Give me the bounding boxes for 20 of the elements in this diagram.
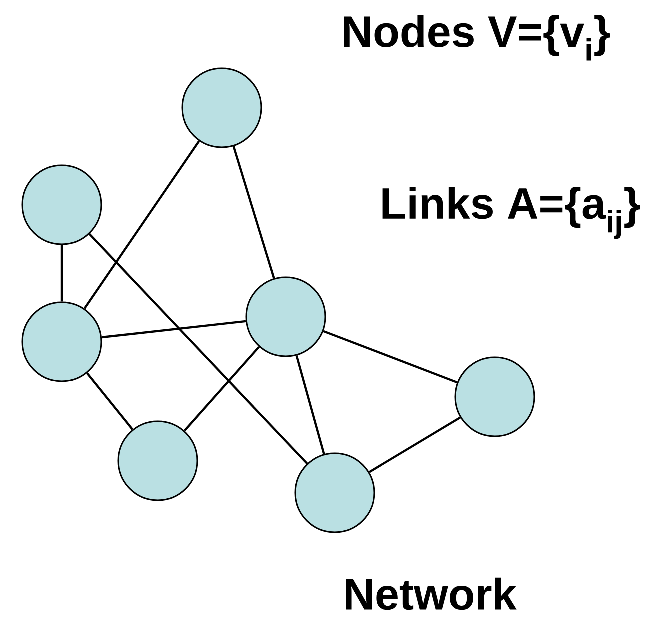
network-node (22, 164, 102, 246)
link-line (323, 330, 458, 384)
link-line (60, 245, 64, 302)
link-line (84, 140, 200, 310)
heading-text: Links A={a$_{ij}$} (382, 186, 640, 240)
network-node (294, 452, 376, 534)
link-line (102, 320, 246, 339)
network-node (182, 68, 262, 148)
network-node (22, 302, 102, 382)
network-node (118, 420, 198, 502)
network-node (454, 356, 536, 438)
link-line (88, 233, 308, 465)
link-line (86, 372, 134, 430)
link-line (296, 355, 326, 455)
link-line (232, 146, 276, 279)
heading-text: Network (346, 578, 517, 610)
network-node (246, 276, 326, 358)
heading-text: Nodes V={v$_{i}$} (344, 15, 610, 61)
link-line (184, 346, 260, 432)
link-line (368, 416, 462, 474)
